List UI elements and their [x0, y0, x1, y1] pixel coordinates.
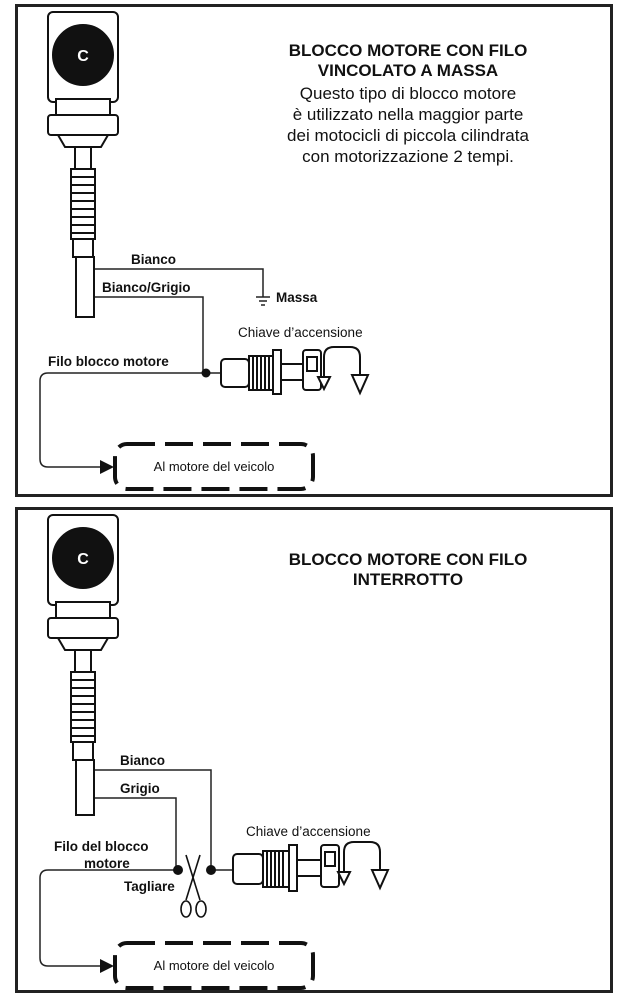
ignition-key-label: Chiave d’accensione [238, 325, 363, 340]
junction-dot-1 [201, 368, 211, 378]
wiring-diagram-2: C [39, 514, 390, 990]
arrow-to-engine-1 [100, 460, 114, 474]
panel-ground-wire: C [15, 4, 613, 497]
panel2-title-line1: BLOCCO MOTORE CON FILO [288, 550, 528, 569]
wire-label-grey: Grigio [120, 781, 160, 796]
ignition-key-1 [220, 349, 322, 395]
engine-box-1 [113, 442, 315, 491]
kill-wire-label: Filo blocco motore [48, 354, 169, 369]
wire-label-white-grey: Bianco/Grigio [102, 280, 191, 295]
ignition-key-2 [232, 844, 340, 892]
scissors-icon [180, 854, 207, 918]
panel-cut-wire: C [15, 507, 613, 993]
junction-dot-right [206, 865, 216, 875]
engine-label-1: Al motore del veicolo [153, 459, 275, 474]
panel2-title-line2: INTERROTTO [352, 570, 464, 589]
wires-2 [39, 769, 233, 967]
junction-dot-left [173, 865, 183, 875]
ground-label: Massa [276, 290, 318, 305]
panel1-desc-line3: dei motocicli di piccola cilindrata [287, 126, 529, 145]
panel1-desc-line1: Questo tipo di blocco motore [299, 84, 517, 103]
kill-wire-label-2a: Filo del blocco [54, 839, 149, 854]
engine-box-2 [113, 941, 315, 990]
rotation-arrow-icon [316, 346, 370, 396]
cut-label: Tagliare [124, 879, 175, 894]
arrow-to-engine-2 [100, 959, 114, 973]
device-module-2: C [47, 514, 119, 816]
kill-wire-label-2b: motore [84, 856, 130, 871]
engine-label-2: Al motore del veicolo [153, 958, 275, 973]
svg-text:C: C [77, 551, 89, 568]
panel1-desc-line4: con motorizzazione 2 tempi. [302, 147, 514, 166]
device-module: C [47, 11, 119, 318]
ignition-key-label-2: Chiave d’accensione [246, 824, 371, 839]
wiring-diagram-1: C [39, 11, 370, 491]
panel1-desc-line2: è utilizzato nella maggior parte [292, 105, 524, 124]
wire-label-white-2: Bianco [120, 753, 166, 768]
wires-1 [39, 268, 270, 468]
panel1-title-line2: VINCOLATO A MASSA [317, 61, 499, 80]
wire-label-white: Bianco [131, 252, 177, 267]
panel1-title-line1: BLOCCO MOTORE CON FILO [288, 41, 528, 60]
svg-text:C: C [77, 48, 89, 65]
rotation-arrow-icon-2 [336, 841, 390, 891]
